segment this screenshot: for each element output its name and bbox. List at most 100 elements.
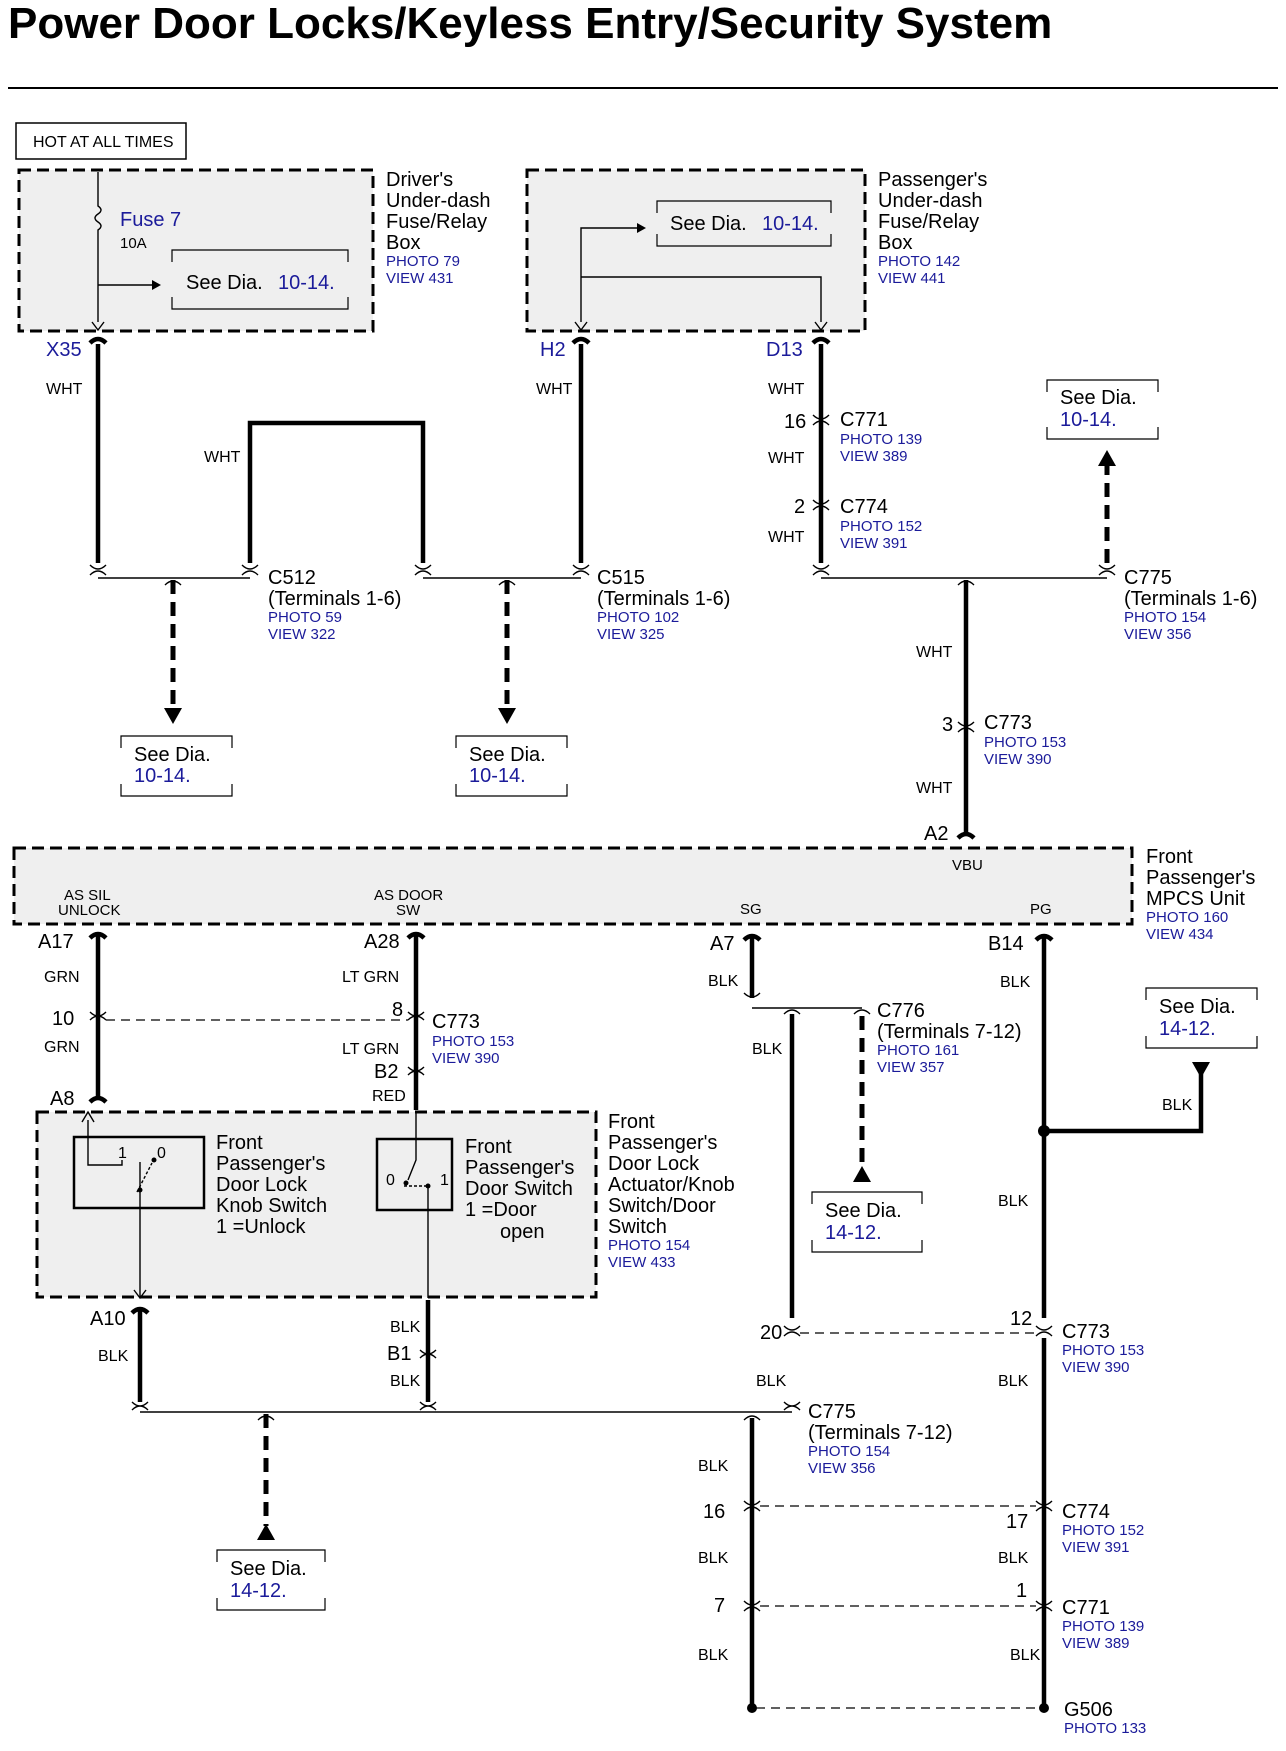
terminal-d13: D13 — [766, 339, 803, 361]
wire-color-blk-pg: BLK — [998, 1193, 1029, 1210]
svg-text:See Dia.: See Dia. — [469, 744, 546, 766]
svg-text:PHOTO 79: PHOTO 79 — [386, 253, 460, 270]
svg-text:Front: Front — [465, 1136, 512, 1158]
wire-color-ltgrn-1: LT GRN — [342, 969, 399, 986]
c512-terminals — [89, 564, 259, 576]
c775-top-terminals — [812, 564, 1116, 576]
svg-text:C776: C776 — [877, 1000, 925, 1022]
svg-text:Box: Box — [878, 232, 912, 254]
svg-text:C512: C512 — [268, 567, 316, 589]
terminal-a17: A17 — [38, 931, 74, 953]
wire-color-blk-b1-2: BLK — [390, 1373, 421, 1390]
wire-color-blk-pg-2: BLK — [998, 1373, 1029, 1390]
c773-pin-8: 8 — [392, 999, 403, 1021]
door-switch-label: Front Passenger's Door Switch 1 =Door op… — [465, 1136, 574, 1243]
svg-text:C773: C773 — [432, 1011, 480, 1033]
door-switch-contacts — [407, 1112, 429, 1298]
svg-text:PHOTO 102: PHOTO 102 — [597, 609, 679, 626]
svg-text:MPCS Unit: MPCS Unit — [1146, 888, 1245, 910]
door-switch-body — [375, 1137, 454, 1212]
c775-drop-connector — [957, 580, 975, 586]
c773-pin-3: 3 — [942, 714, 953, 736]
svg-text:Under-dash: Under-dash — [386, 190, 491, 212]
svg-text:See Dia.: See Dia. — [186, 272, 263, 294]
passenger-box-internal-bus — [581, 276, 822, 322]
fuse-branch-arrow — [152, 280, 161, 290]
passenger-fuse-box-label: Passenger's Under-dash Fuse/Relay Box PH… — [878, 169, 987, 287]
c512-label: C512 (Terminals 1-6) PHOTO 59 VIEW 322 — [268, 567, 401, 643]
mpcs-pin-sg: SG — [740, 901, 762, 918]
svg-text:VIEW 390: VIEW 390 — [432, 1050, 500, 1067]
wire-color-blk-g2: BLK — [698, 1550, 729, 1567]
terminal-a28: A28 — [364, 931, 400, 953]
svg-text:Switch/Door: Switch/Door — [608, 1195, 716, 1217]
knob-switch-out-arrow — [133, 1289, 147, 1300]
knob-switch-label: Front Passenger's Door Lock Knob Switch … — [216, 1132, 327, 1238]
wire-color-grn-2: GRN — [44, 1039, 80, 1056]
svg-text:See Dia.: See Dia. — [1060, 387, 1137, 409]
passenger-fuse-box — [525, 168, 867, 333]
c774-label-bottom: C774 PHOTO 152 VIEW 391 — [1062, 1501, 1144, 1556]
wire-b14-blk — [1034, 933, 1204, 1318]
c773-pin-20: 20 — [760, 1322, 782, 1344]
knob-switch-arrow — [81, 1110, 95, 1123]
svg-text:Driver's: Driver's — [386, 169, 453, 191]
svg-text:Passenger's: Passenger's — [608, 1132, 717, 1154]
see-dia-ref-b14: See Dia. 14-12. — [1145, 987, 1258, 1049]
svg-text:VIEW 441: VIEW 441 — [878, 270, 946, 287]
c773-top-connector-symbol — [957, 721, 975, 733]
svg-text:(Terminals 7-12): (Terminals 7-12) — [808, 1422, 952, 1444]
svg-text:Passenger's: Passenger's — [1146, 867, 1255, 889]
svg-text:Under-dash: Under-dash — [878, 190, 983, 212]
svg-text:VIEW 434: VIEW 434 — [1146, 926, 1214, 943]
svg-text:PHOTO 154: PHOTO 154 — [808, 1443, 890, 1460]
door-switch-pos-1: 1 — [440, 1172, 449, 1189]
svg-text:Door Switch: Door Switch — [465, 1178, 573, 1200]
c512-down-arrow — [164, 708, 182, 724]
svg-text:Switch: Switch — [608, 1216, 667, 1238]
svg-text:10-14.: 10-14. — [1060, 409, 1117, 431]
c773-pin-10: 10 — [52, 1008, 74, 1030]
fuse-7-label: Fuse 7 — [120, 209, 181, 231]
wire-a28-ltgrn — [406, 931, 426, 1110]
passenger-box-internal-branch — [580, 227, 640, 322]
svg-text:VIEW 357: VIEW 357 — [877, 1059, 945, 1076]
c771-pin-7: 7 — [714, 1595, 725, 1617]
c771-pin-1: 1 — [1016, 1580, 1027, 1602]
see-dia-ref-c776: See Dia. 14-12. — [811, 1191, 923, 1253]
svg-text:Passenger's: Passenger's — [878, 169, 987, 191]
b14-ref-arrow — [1192, 1062, 1210, 1078]
svg-text:Front: Front — [1146, 846, 1193, 868]
wire-color-blk-sg-2: BLK — [756, 1373, 787, 1390]
svg-text:C773: C773 — [984, 712, 1032, 734]
wire-color-blk-g3: BLK — [698, 1647, 729, 1664]
svg-text:(Terminals 1-6): (Terminals 1-6) — [268, 588, 401, 610]
see-dia-ref-c775-bottom: See Dia. 14-12. — [216, 1549, 326, 1611]
svg-text:See Dia.: See Dia. — [825, 1200, 902, 1222]
svg-text:Door Lock: Door Lock — [608, 1153, 700, 1175]
svg-text:Fuse/Relay: Fuse/Relay — [878, 211, 979, 233]
svg-text:See Dia.: See Dia. — [670, 213, 747, 235]
c515-label: C515 (Terminals 1-6) PHOTO 102 VIEW 325 — [597, 567, 730, 643]
wire-color-wht-jumper: WHT — [204, 449, 241, 466]
c771-label-bottom: C771 PHOTO 139 VIEW 389 — [1062, 1597, 1144, 1652]
svg-text:PHOTO 139: PHOTO 139 — [1062, 1618, 1144, 1635]
fuse-7-arrow — [91, 321, 105, 332]
terminal-a10: A10 — [90, 1308, 126, 1330]
c775-bottom-up-arrow — [257, 1524, 275, 1540]
svg-text:C775: C775 — [1124, 567, 1172, 589]
svg-text:PHOTO 154: PHOTO 154 — [1124, 609, 1206, 626]
svg-text:See Dia.: See Dia. — [1159, 996, 1236, 1018]
svg-text:VIEW 391: VIEW 391 — [840, 535, 908, 552]
wire-color-grn-1: GRN — [44, 969, 80, 986]
c773-label-bottom: C773 PHOTO 153 VIEW 390 — [1062, 1321, 1144, 1376]
c773-pin-12: 12 — [1010, 1308, 1032, 1330]
terminal-a2: A2 — [924, 823, 948, 845]
terminal-b2: B2 — [374, 1061, 398, 1083]
svg-text:Actuator/Knob: Actuator/Knob — [608, 1174, 735, 1196]
knob-switch-contact-0 — [151, 1157, 157, 1163]
wire-h2 — [571, 336, 591, 563]
knob-switch-pos-1: 1 — [118, 1145, 127, 1162]
terminal-x35: X35 — [46, 339, 82, 361]
svg-text:10-14.: 10-14. — [278, 272, 335, 294]
